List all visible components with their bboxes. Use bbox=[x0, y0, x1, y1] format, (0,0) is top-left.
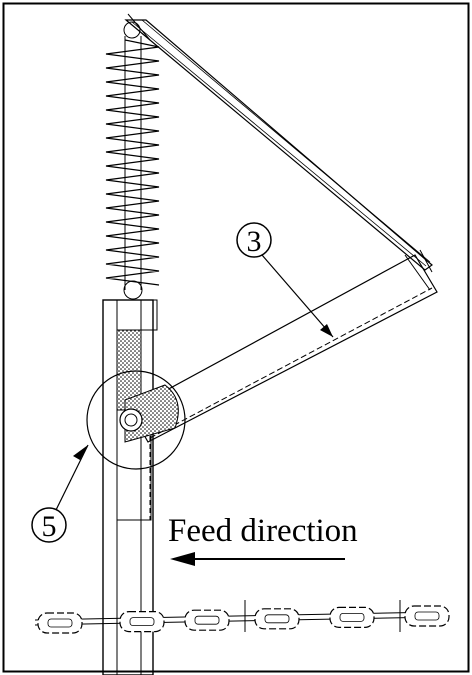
feed-direction-arrow bbox=[170, 552, 345, 566]
chain-link-slot bbox=[129, 617, 155, 626]
chain-link bbox=[119, 610, 165, 633]
chain-link-slot bbox=[339, 613, 365, 622]
feed-direction-label: Feed direction bbox=[168, 513, 358, 549]
chain-link-slot bbox=[47, 618, 73, 628]
compression-spring bbox=[105, 36, 160, 300]
conveyor-chain bbox=[34, 600, 450, 634]
triangle-link bbox=[123, 13, 433, 273]
leader-3 bbox=[261, 254, 334, 338]
chain-link bbox=[329, 606, 375, 629]
chain-link-slot bbox=[194, 615, 220, 625]
leader-5 bbox=[55, 444, 89, 511]
chain-link-slot bbox=[264, 614, 290, 624]
hub-part-5 bbox=[86, 370, 186, 470]
chain-link bbox=[184, 609, 230, 631]
callout-circle-3 bbox=[236, 222, 272, 258]
chain-link-slot bbox=[414, 611, 440, 621]
chain-link bbox=[254, 608, 300, 630]
label-part-3: 3 bbox=[247, 225, 262, 258]
callout-circle-5 bbox=[31, 507, 67, 543]
chain-link bbox=[37, 612, 83, 634]
chain-link bbox=[404, 605, 450, 627]
label-part-5: 5 bbox=[42, 510, 57, 543]
